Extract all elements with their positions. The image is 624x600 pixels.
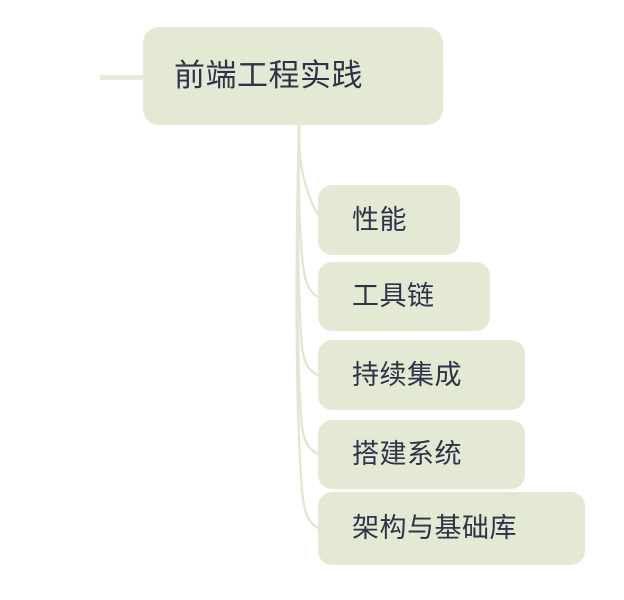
mindmap-child-node-label: 架构与基础库 xyxy=(352,513,517,544)
mindmap-root-node[interactable]: 前端工程实践 xyxy=(143,27,443,125)
mindmap-child-node-architecture-and-base-library[interactable]: 架构与基础库 xyxy=(318,492,585,565)
mindmap-child-node-label: 持续集成 xyxy=(352,359,462,391)
mindmap-child-node-label: 性能 xyxy=(352,204,407,236)
mindmap-child-node-performance[interactable]: 性能 xyxy=(318,185,460,255)
mindmap-child-node-label: 工具链 xyxy=(352,281,435,312)
mindmap-root-node-label: 前端工程实践 xyxy=(174,57,363,94)
mindmap-child-node-build-system[interactable]: 搭建系统 xyxy=(318,420,525,489)
connector-to-child-3 xyxy=(296,123,320,456)
connector-to-child-4 xyxy=(295,123,320,530)
connector-to-child-2 xyxy=(296,123,320,377)
mindmap-child-node-continuous-integration[interactable]: 持续集成 xyxy=(318,340,525,410)
connector-to-child-1 xyxy=(297,123,320,299)
mindmap-child-node-label: 搭建系统 xyxy=(352,439,462,470)
mindmap-child-node-toolchain[interactable]: 工具链 xyxy=(318,262,490,331)
